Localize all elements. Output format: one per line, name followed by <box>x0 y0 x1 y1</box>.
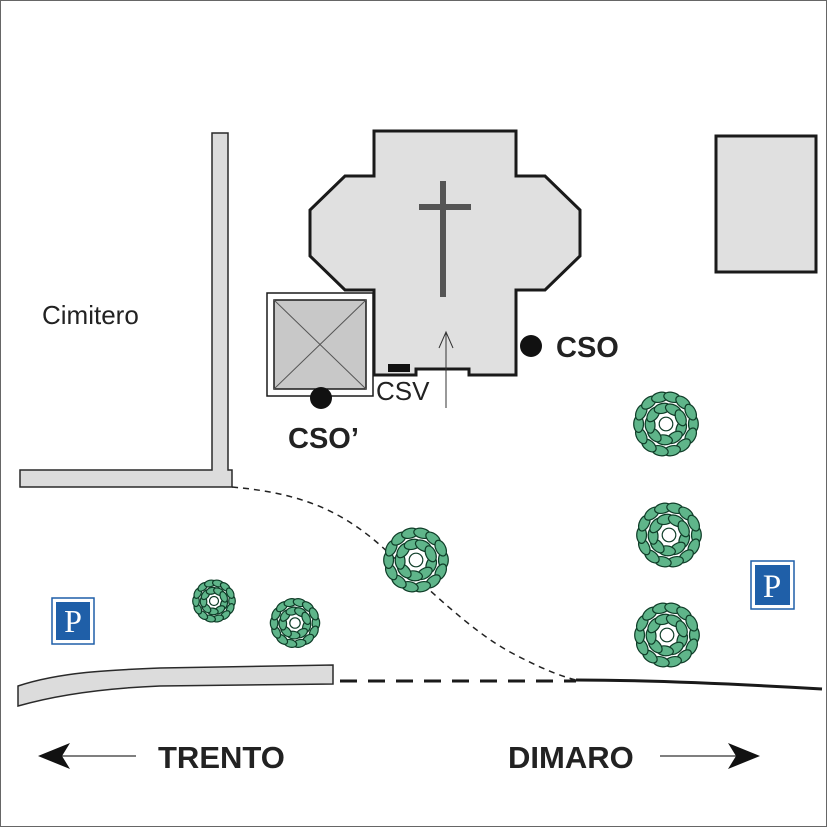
arrow-right-icon <box>660 743 760 769</box>
parking-left: P <box>51 597 95 645</box>
bell-tower <box>266 292 374 397</box>
tree-icon <box>192 579 236 623</box>
road-line <box>575 678 823 691</box>
parking-icon: P <box>763 569 781 605</box>
footpath-dashed <box>231 486 577 681</box>
csv-sensor <box>388 364 410 372</box>
cross-icon <box>419 181 471 297</box>
trento-label: TRENTO <box>158 740 285 775</box>
building-northeast <box>714 134 818 274</box>
tree-icon <box>634 602 700 668</box>
cemetery-label: Cimitero <box>42 300 139 330</box>
parking-icon: P <box>64 603 82 639</box>
tree-icon <box>383 527 449 593</box>
cso-label: CSO <box>556 332 619 364</box>
cso-prime-label: CSO’ <box>288 423 359 455</box>
road-wall <box>17 664 334 707</box>
cso-sensor <box>520 335 542 357</box>
entrance-arrow-icon <box>438 330 454 408</box>
arrow-left-icon <box>38 743 136 769</box>
tree-icon <box>636 502 702 568</box>
csv-label: CSV <box>376 376 430 406</box>
tree-icon <box>633 391 699 457</box>
cso-prime-sensor <box>310 387 332 409</box>
dimaro-label: DIMARO <box>508 740 634 775</box>
tree-icon <box>269 598 321 648</box>
parking-right: P <box>750 560 795 610</box>
